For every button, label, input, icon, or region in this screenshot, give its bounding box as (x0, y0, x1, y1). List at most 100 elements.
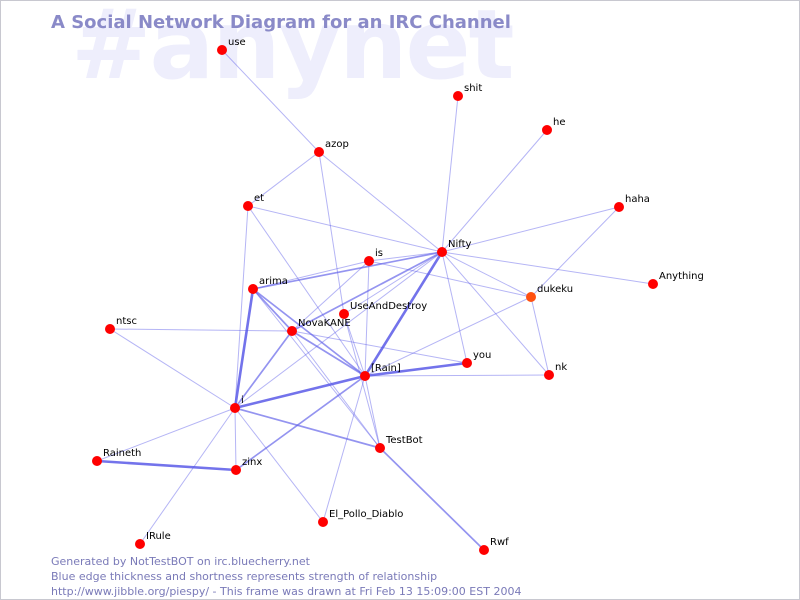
edge-novakane-testbot (291, 330, 381, 449)
node-label-novakane: NovaKANE (298, 318, 351, 329)
node-dot-nifty (437, 247, 447, 257)
footer-legend-note: Blue edge thickness and shortness repres… (51, 570, 438, 583)
edge-ntsc-i (109, 328, 236, 409)
node-nifty: Nifty (437, 239, 472, 257)
edge-rain-el_pollo_diablo (322, 375, 366, 523)
edge-shit-nifty (441, 95, 459, 253)
node-i: i (230, 395, 244, 413)
edge-use-azop (221, 49, 320, 153)
node-label-rwf: Rwf (490, 537, 509, 548)
node-azop: azop (314, 139, 349, 157)
edge-et-nifty (247, 205, 443, 253)
node-is: is (364, 248, 383, 266)
node-label-nk: nk (555, 362, 567, 373)
node-label-el_pollo_diablo: El_Pollo_Diablo (329, 509, 403, 520)
node-label-shit: shit (464, 83, 482, 94)
node-label-he: he (553, 117, 566, 128)
node-raineth: Raineth (92, 448, 141, 466)
edge-nifty-i (234, 251, 443, 409)
node-dot-rain (360, 371, 370, 381)
edge-nifty-useanddestroy (343, 251, 443, 315)
node-label-et: et (254, 193, 264, 204)
node-label-i: i (241, 395, 244, 406)
node-label-you: you (473, 350, 491, 361)
node-useanddestroy: UseAndDestroy (339, 301, 427, 319)
edge-i-irule (139, 407, 236, 545)
footer-credit: http://www.jibble.org/piespy/ - This fra… (51, 585, 522, 598)
node-zinx: zinx (231, 457, 262, 475)
node-shit: shit (453, 83, 482, 101)
edge-you-rain (363, 361, 469, 378)
footer: Generated by NotTestBOT on irc.bluecherr… (51, 554, 521, 599)
edge-is-novakane (291, 260, 370, 332)
node-dot-you (462, 358, 472, 368)
node-dot-anything (648, 279, 658, 289)
channel-watermark: #anynet (71, 0, 514, 101)
node-dot-dukeku (526, 292, 536, 302)
node-testbot: TestBot (375, 435, 423, 453)
node-use: use (217, 37, 246, 55)
edge-nifty-nk (441, 251, 550, 376)
edge-nifty-arima (252, 251, 443, 290)
node-dot-ntsc (105, 324, 115, 334)
edge-haha-nifty (441, 206, 620, 253)
node-nk: nk (544, 362, 567, 380)
node-label-ntsc: ntsc (116, 316, 137, 327)
node-et: et (243, 193, 264, 211)
node-label-raineth: Raineth (103, 448, 141, 459)
edge-arima-rain (252, 288, 366, 377)
edge-et-rain (247, 205, 366, 377)
node-dot-useanddestroy (339, 309, 349, 319)
node-dot-novakane (287, 326, 297, 336)
node-label-use: use (228, 37, 246, 48)
edge-et-i (234, 205, 249, 409)
node-dukeku: dukeku (526, 284, 573, 302)
node-dot-raineth (92, 456, 102, 466)
node-dot-shit (453, 91, 463, 101)
edge-layer (95, 49, 654, 551)
edge-haha-dukeku (530, 206, 620, 298)
node-dot-rwf (479, 545, 489, 555)
footer-generated-by: Generated by NotTestBOT on irc.bluecherr… (51, 555, 310, 568)
edge-nifty-rain (363, 250, 444, 378)
edge-arima-i (233, 287, 255, 410)
edge-is-arima (252, 260, 370, 290)
edge-nifty-anything (441, 251, 654, 285)
node-dot-testbot (375, 443, 385, 453)
node-label-arima: arima (259, 276, 288, 287)
node-rwf: Rwf (479, 537, 509, 555)
edge-azop-et (247, 151, 320, 207)
node-dot-haha (614, 202, 624, 212)
node-you: you (462, 350, 491, 368)
node-label-zinx: zinx (242, 457, 262, 468)
node-dot-is (364, 256, 374, 266)
edge-nifty-you (441, 251, 468, 364)
edge-testbot-rwf (379, 447, 485, 551)
edge-rain-nk (364, 374, 550, 377)
node-label-dukeku: dukeku (537, 284, 573, 295)
edge-nifty-dukeku (441, 251, 532, 298)
edge-dukeku-rain (364, 296, 532, 377)
edge-rain-testbot (364, 375, 381, 449)
node-he: he (542, 117, 566, 135)
node-irule: IRule (135, 531, 171, 549)
node-dot-he (542, 125, 552, 135)
node-dot-nk (544, 370, 554, 380)
node-label-rain: [Rain] (371, 363, 401, 374)
edge-novakane-you (291, 330, 468, 364)
node-anything: Anything (648, 271, 704, 289)
edge-ntsc-novakane (109, 328, 293, 332)
node-label-azop: azop (325, 139, 349, 150)
node-label-nifty: Nifty (448, 239, 472, 250)
node-dot-use (217, 45, 227, 55)
edge-i-raineth (96, 407, 236, 462)
edge-azop-nifty (318, 151, 443, 253)
node-ntsc: ntsc (105, 316, 137, 334)
edge-is-rain (364, 260, 370, 377)
node-novakane: NovaKANE (287, 318, 351, 336)
node-rain: [Rain] (360, 363, 401, 381)
edge-raineth-zinx (95, 459, 238, 472)
